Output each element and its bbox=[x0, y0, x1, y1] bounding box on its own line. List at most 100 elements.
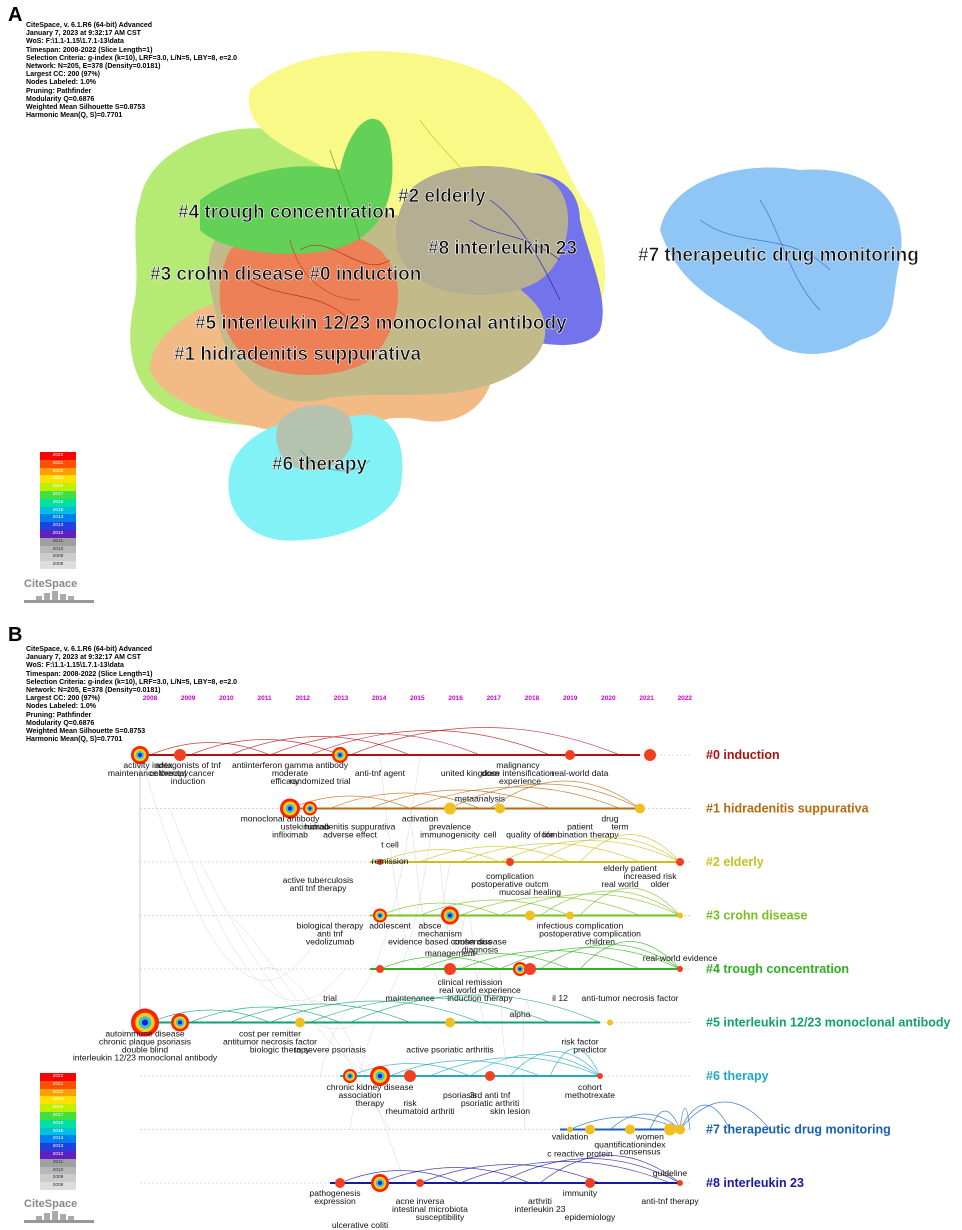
keyword-term: risk bbox=[403, 1098, 417, 1108]
citation-arc bbox=[499, 893, 681, 916]
metadata-line: January 7, 2023 at 9:32:17 AM CST bbox=[26, 30, 141, 38]
citation-arc bbox=[389, 1060, 541, 1077]
keyword-term: randomized trial bbox=[289, 776, 350, 786]
timeline-cluster-label: #6 therapy bbox=[706, 1069, 769, 1083]
keyword-term: real world bbox=[601, 879, 638, 889]
cluster-label-5: #5 interleukin 12/23 monoclonal antibody bbox=[195, 313, 567, 334]
keyword-term: metaanalysis bbox=[455, 794, 505, 804]
keyword-node bbox=[138, 753, 142, 757]
citation-arc bbox=[149, 742, 271, 756]
cluster-label-7: #7 therapeutic drug monitoring bbox=[638, 245, 919, 266]
panel-a-label: A bbox=[8, 4, 23, 26]
legend-swatch: 2011 bbox=[40, 537, 76, 546]
legend-swatch: 2015 bbox=[40, 506, 76, 515]
keyword-node bbox=[335, 1178, 345, 1188]
keyword-node bbox=[444, 963, 456, 975]
keyword-term: intestinal microbiota bbox=[392, 1204, 468, 1214]
keyword-term: adverse effect bbox=[323, 830, 377, 840]
keyword-term: drug bbox=[601, 814, 618, 824]
keyword-term: anti tnf therapy bbox=[290, 883, 348, 893]
timeline-cluster-label: #1 hidradenitis suppurativa bbox=[706, 802, 870, 816]
citation-arc bbox=[579, 887, 681, 916]
keyword-term: management bbox=[425, 948, 476, 958]
keyword-term: ustekinumab bbox=[281, 822, 330, 832]
keyword-term: elderly patient bbox=[603, 863, 657, 873]
keyword-term: rheumatoid arthriti bbox=[385, 1106, 454, 1116]
keyword-node bbox=[348, 1074, 352, 1078]
keyword-node bbox=[607, 1019, 613, 1026]
keyword-term: methotrexate bbox=[565, 1090, 615, 1100]
legend-swatch: 2008 bbox=[40, 1182, 76, 1190]
keyword-term: anti tnf bbox=[317, 929, 343, 939]
legend-swatch: 2019 bbox=[40, 1096, 76, 1105]
metadata-line: Timespan: 2008-2022 (Slice Length=1) bbox=[26, 46, 153, 54]
citation-arc bbox=[539, 944, 681, 970]
keyword-term: maintenance bbox=[385, 993, 434, 1003]
metadata-line: WoS: F:\1.1-1.15\1.7.1-13\data bbox=[26, 38, 124, 46]
keyword-term: chronic kidney disease bbox=[327, 1082, 414, 1092]
citation-arc bbox=[309, 730, 551, 756]
keyword-term: cost per remitter bbox=[239, 1029, 301, 1039]
keyword-term: diagnosis bbox=[462, 945, 498, 955]
citation-arc bbox=[579, 941, 681, 970]
keyword-node bbox=[378, 1181, 382, 1185]
keyword-term: t cell bbox=[381, 840, 399, 850]
legend-swatch: 2018 bbox=[40, 1104, 76, 1112]
panel-a-cluster-map: #4 trough concentration #2 elderly #8 in… bbox=[130, 51, 919, 541]
metadata-line: Largest CC: 200 (97%) bbox=[26, 695, 100, 703]
keyword-term: clinical remission bbox=[438, 977, 503, 987]
legend-swatch: 2015 bbox=[40, 1127, 76, 1136]
keyword-term: antagonists of tnf bbox=[155, 760, 221, 770]
cluster-label-1: #1 hidradenitis suppurativa bbox=[174, 344, 421, 365]
cluster-label-8: #8 interleukin 23 bbox=[428, 238, 577, 259]
keyword-node bbox=[567, 1126, 573, 1133]
keyword-term: anti-tumor necrosis factor bbox=[582, 993, 679, 1003]
legend-swatch: 2014 bbox=[40, 1135, 76, 1144]
citation-arc bbox=[499, 1158, 681, 1184]
citation-arc bbox=[379, 849, 501, 863]
keyword-term: hidradenitis suppurativa bbox=[305, 822, 396, 832]
keyword-term: immunogenicity bbox=[420, 830, 480, 840]
keyword-node bbox=[625, 1124, 635, 1135]
keyword-term: biological therapy bbox=[297, 921, 365, 931]
keyword-term: anti-tnf agent bbox=[355, 768, 406, 778]
keyword-term: united kingdom bbox=[441, 768, 499, 778]
keyword-term: acne inversa bbox=[396, 1196, 445, 1206]
legend-swatch: 2020 bbox=[40, 1088, 76, 1097]
cluster-6-region bbox=[228, 414, 403, 541]
citation-arc bbox=[459, 896, 641, 916]
legend-swatch: 2018 bbox=[40, 483, 76, 491]
cluster-label-6: #6 therapy bbox=[272, 454, 367, 475]
keyword-term: cell bbox=[484, 830, 497, 840]
legend-swatch: 2020 bbox=[40, 467, 76, 476]
legend-swatch: 2010 bbox=[40, 545, 76, 554]
background-link bbox=[169, 808, 346, 1002]
keyword-term: colorectal cancer bbox=[150, 768, 215, 778]
year-label: 2010 bbox=[219, 695, 234, 702]
logo-text: CiteSpace bbox=[24, 1198, 78, 1210]
keyword-term: association bbox=[339, 1090, 382, 1100]
citation-arc bbox=[349, 994, 601, 1023]
citation-arc bbox=[379, 956, 501, 970]
keyword-term: validation bbox=[552, 1132, 589, 1142]
legend-swatch: 2010 bbox=[40, 1166, 76, 1175]
timeline-cluster-label: #7 therapeutic drug monitoring bbox=[706, 1123, 891, 1137]
keyword-term: dose intensification bbox=[481, 768, 554, 778]
metadata-line: Harmonic Mean(Q, S)=0.7701 bbox=[26, 112, 123, 120]
metadata-line: January 7, 2023 at 9:32:17 AM CST bbox=[26, 654, 141, 662]
keyword-term: psoriatic arthriti bbox=[461, 1098, 519, 1108]
keyword-term: immunity bbox=[563, 1188, 598, 1198]
keyword-node bbox=[677, 912, 683, 919]
panel-a-logo: CiteSpace bbox=[24, 578, 94, 609]
cluster-label-2: #2 elderly bbox=[398, 186, 486, 207]
keyword-node bbox=[404, 1070, 416, 1082]
keyword-node bbox=[178, 1020, 182, 1025]
keyword-node bbox=[506, 858, 514, 866]
keyword-node bbox=[295, 1017, 305, 1028]
keyword-term: interleukin 23 bbox=[514, 1204, 565, 1214]
keyword-term: cohort bbox=[578, 1082, 602, 1092]
panel-b-label: B bbox=[8, 624, 23, 646]
citation-arc bbox=[549, 1048, 601, 1077]
